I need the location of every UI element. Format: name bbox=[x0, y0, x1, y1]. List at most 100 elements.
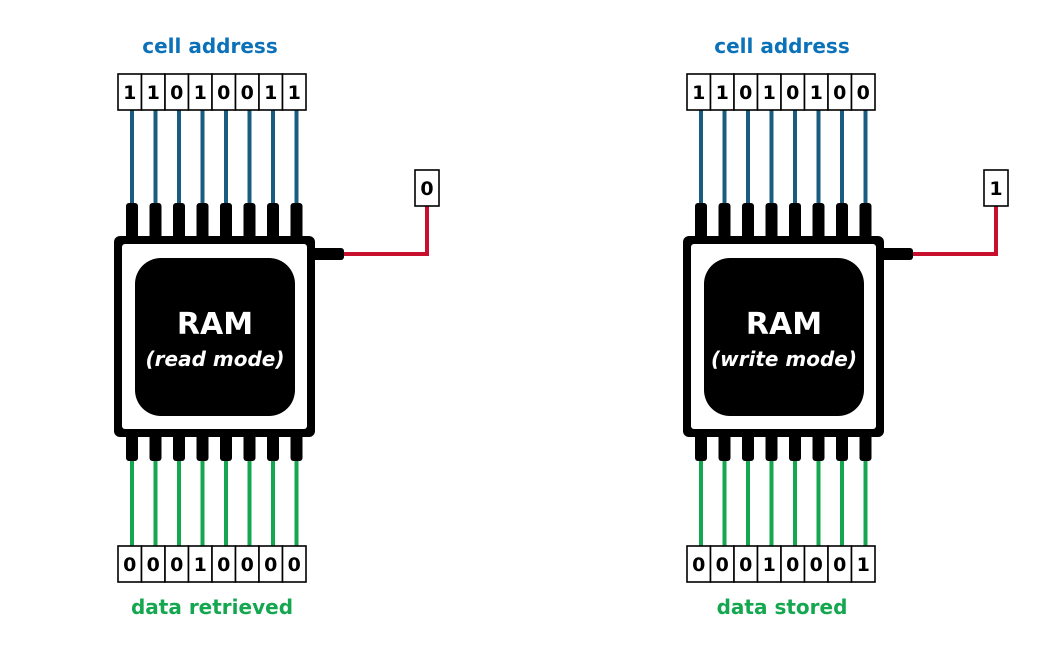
bit-value: 1 bbox=[288, 82, 301, 104]
bit-value: 0 bbox=[170, 82, 183, 104]
bit-value: 1 bbox=[763, 82, 776, 104]
chip-pin-side bbox=[310, 248, 344, 260]
bit-cell bbox=[281, 73, 307, 111]
control-bit-value: 0 bbox=[420, 178, 433, 200]
bit-value: 0 bbox=[716, 554, 729, 576]
chip-core bbox=[704, 258, 864, 416]
bit-value: 0 bbox=[786, 82, 799, 104]
bit-value: 1 bbox=[763, 554, 776, 576]
chip-pin bbox=[149, 203, 162, 241]
chip-pin bbox=[290, 203, 303, 241]
chip-pin bbox=[267, 433, 279, 461]
bit-cell bbox=[850, 545, 876, 583]
bit-value: 1 bbox=[147, 82, 160, 104]
bit-value: 0 bbox=[123, 554, 136, 576]
chip-pin bbox=[243, 203, 256, 241]
bit-value: 0 bbox=[739, 82, 752, 104]
chip-pin bbox=[695, 433, 707, 461]
chip-pin bbox=[789, 203, 801, 241]
chip-pin bbox=[149, 433, 162, 461]
address-wires bbox=[130, 110, 299, 207]
bit-value: 0 bbox=[833, 554, 846, 576]
bit-value: 0 bbox=[786, 554, 799, 576]
control-wire bbox=[884, 206, 998, 256]
chip-pin bbox=[742, 433, 754, 461]
bit-value: 0 bbox=[857, 82, 870, 104]
bit-value: 1 bbox=[810, 82, 823, 104]
chip-pin bbox=[859, 433, 872, 461]
bit-value: 1 bbox=[194, 554, 207, 576]
chip-pin bbox=[243, 433, 256, 461]
bit-value: 0 bbox=[241, 554, 254, 576]
chip-mode: (read mode) bbox=[146, 347, 285, 371]
bit-value: 0 bbox=[147, 554, 160, 576]
bit-value: 1 bbox=[692, 82, 705, 104]
bit-value: 0 bbox=[810, 554, 823, 576]
chip-pins-bottom bbox=[695, 433, 872, 461]
bit-value: 0 bbox=[217, 82, 230, 104]
bit-value: 0 bbox=[739, 554, 752, 576]
chip-pins-top bbox=[695, 203, 872, 241]
bit-value: 0 bbox=[264, 554, 277, 576]
chip-pin bbox=[695, 203, 707, 241]
data-wires bbox=[130, 457, 299, 546]
bit-value: 0 bbox=[288, 554, 301, 576]
chip-pin bbox=[173, 433, 185, 461]
chip-pin bbox=[718, 433, 731, 461]
data-wires bbox=[699, 457, 868, 546]
address-wires bbox=[699, 110, 868, 207]
chip-pin bbox=[267, 203, 279, 241]
chip-pin bbox=[290, 433, 303, 461]
chip-pin bbox=[812, 433, 825, 461]
chip-pin bbox=[836, 433, 848, 461]
chip-pin bbox=[765, 203, 778, 241]
bit-value: 0 bbox=[241, 82, 254, 104]
address-label: cell address bbox=[142, 34, 277, 58]
chip-core bbox=[135, 258, 295, 416]
chip-pin bbox=[742, 203, 754, 241]
bit-cell bbox=[850, 73, 876, 111]
control-bit: 0 bbox=[414, 169, 440, 207]
bit-value: 0 bbox=[170, 554, 183, 576]
chip-pin bbox=[196, 433, 209, 461]
bit-value: 1 bbox=[123, 82, 136, 104]
control-wire bbox=[315, 206, 429, 256]
bit-value: 0 bbox=[833, 82, 846, 104]
chip-pin bbox=[789, 433, 801, 461]
chip-pin bbox=[836, 203, 848, 241]
chip-pin bbox=[812, 203, 825, 241]
chip-pin bbox=[126, 433, 138, 461]
control-bit-cell bbox=[414, 169, 440, 207]
control-bit-value: 1 bbox=[989, 178, 1002, 200]
control-bit-cell bbox=[983, 169, 1009, 207]
chip-pin bbox=[220, 203, 232, 241]
bit-value: 1 bbox=[264, 82, 277, 104]
bit-cell bbox=[281, 545, 307, 583]
data-label: data retrieved bbox=[131, 595, 293, 619]
chip-title: RAM bbox=[746, 307, 822, 342]
chip-pin bbox=[718, 203, 731, 241]
chip-pins-bottom bbox=[126, 433, 303, 461]
chip-pin bbox=[220, 433, 232, 461]
chip-pin bbox=[765, 433, 778, 461]
bit-value: 1 bbox=[194, 82, 207, 104]
control-bit: 1 bbox=[983, 169, 1009, 207]
chip-pin bbox=[196, 203, 209, 241]
bit-value: 0 bbox=[692, 554, 705, 576]
chip-title: RAM bbox=[177, 307, 253, 342]
chip-pin bbox=[173, 203, 185, 241]
chip-pins-top bbox=[126, 203, 303, 241]
chip-mode: (write mode) bbox=[711, 347, 857, 371]
bit-value: 1 bbox=[716, 82, 729, 104]
data-label: data stored bbox=[717, 595, 848, 619]
chip-pin-side bbox=[879, 248, 913, 260]
address-label: cell address bbox=[714, 34, 849, 58]
bit-value: 1 bbox=[857, 554, 870, 576]
